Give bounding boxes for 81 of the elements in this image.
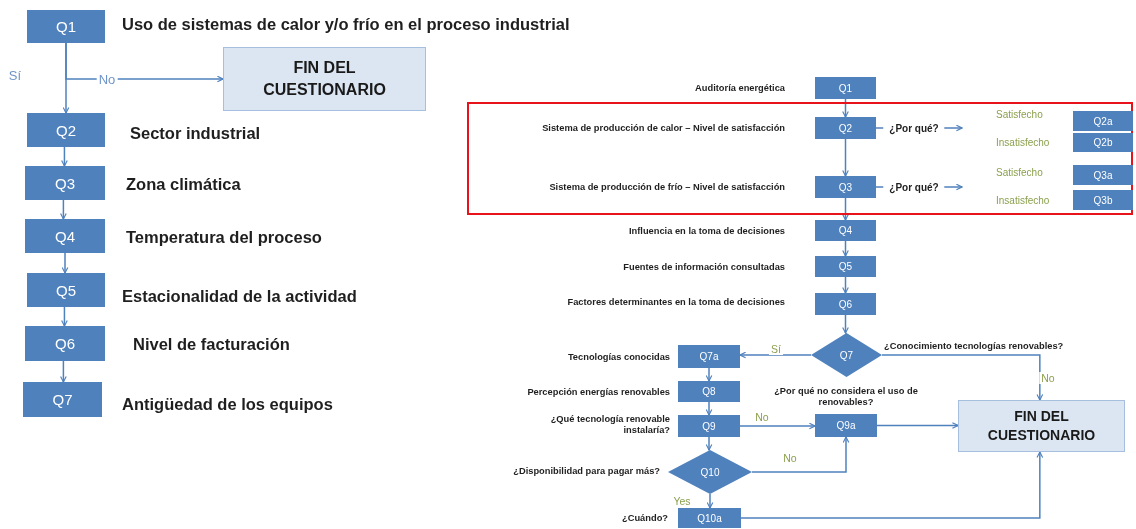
question-text: Factores determinantes en la toma de decisiones xyxy=(566,296,785,308)
edge-label: No xyxy=(753,411,771,423)
arrow xyxy=(739,422,816,430)
decision-diamond: Q7 xyxy=(811,333,882,377)
question-text: ¿Qué tecnología renovable instalaría? xyxy=(549,414,670,436)
decision-diamond: Q10 xyxy=(668,450,752,494)
arrow xyxy=(61,306,68,327)
edge-label: ¿Por qué? xyxy=(883,181,945,193)
process-box: Q4 xyxy=(815,220,876,241)
question-text: ¿Cuándo? xyxy=(621,512,668,524)
question-text: Zona climática xyxy=(126,174,242,194)
end-box: FIN DEL CUESTIONARIO xyxy=(958,400,1125,452)
question-text: Influencia en la toma de decisiones xyxy=(627,225,785,237)
arrow xyxy=(705,401,713,416)
arrow xyxy=(876,422,959,429)
arrow xyxy=(842,138,849,177)
edge-label: No xyxy=(1039,372,1057,384)
question-text: ¿Conocimiento tecnologías renovables? xyxy=(884,340,1065,352)
process-box: Q2 xyxy=(27,113,105,147)
arrow xyxy=(61,146,68,167)
question-text: Auditoría energética xyxy=(694,82,785,94)
process-box: Q3b xyxy=(1073,190,1133,210)
process-box: Q9 xyxy=(678,415,740,437)
process-box: Q6 xyxy=(815,293,876,315)
process-box: Q9a xyxy=(815,414,877,437)
process-box: Q1 xyxy=(27,10,105,43)
edge-label: ¿Por qué? xyxy=(883,122,945,134)
process-box: Q4 xyxy=(25,219,105,253)
edge-label: Sí xyxy=(769,343,783,355)
process-box: Q2b xyxy=(1073,133,1133,152)
arrow xyxy=(740,451,1044,519)
edge-label: No xyxy=(781,452,799,464)
end-box: FIN DEL CUESTIONARIO xyxy=(223,47,426,111)
process-box: Q1 xyxy=(815,77,876,99)
question-text: Fuentes de información consultadas xyxy=(622,261,785,273)
question-text: Tecnologías conocidas xyxy=(566,351,670,363)
arrow xyxy=(706,493,714,509)
highlight-frame xyxy=(467,102,1133,215)
question-text: Insatisfecho xyxy=(996,195,1051,207)
arrow xyxy=(705,436,713,451)
arrow xyxy=(842,197,849,221)
question-text: Estacionalidad de la actividad xyxy=(122,286,358,306)
edge-label: Yes xyxy=(671,495,693,507)
process-box: Q3 xyxy=(815,176,876,198)
arrow xyxy=(842,276,849,294)
edge-label: Sí xyxy=(7,67,23,83)
question-text: Satisfecho xyxy=(996,109,1044,121)
process-box: Q2 xyxy=(815,117,876,139)
process-box: Q2a xyxy=(1073,111,1133,131)
question-text: Insatisfecho xyxy=(996,137,1051,149)
process-box: Q10a xyxy=(678,508,741,528)
process-box: Q5 xyxy=(815,256,876,277)
arrow xyxy=(60,360,67,383)
arrow xyxy=(842,240,849,257)
process-box: Q5 xyxy=(27,273,105,307)
arrow xyxy=(65,42,224,83)
question-text: ¿Disponibilidad para pagar más? xyxy=(512,465,660,477)
question-text: Nivel de facturación xyxy=(133,334,291,354)
question-text: Antigüedad de los equipos xyxy=(122,394,334,414)
arrow xyxy=(61,252,69,274)
process-box: Q6 xyxy=(25,326,105,361)
question-text: Sistema de producción de frío – Nivel de satisfacción xyxy=(548,181,785,193)
process-box: Q7a xyxy=(678,345,740,368)
process-box: Q8 xyxy=(678,381,740,402)
question-text: Sector industrial xyxy=(130,123,262,143)
question-text: Sistema de producción de calor – Nivel de satisfacción xyxy=(541,122,785,134)
arrow xyxy=(842,98,849,118)
process-box: Q3a xyxy=(1073,165,1133,185)
question-text: Satisfecho xyxy=(996,167,1044,179)
arrow xyxy=(842,314,849,334)
process-box: Q7 xyxy=(23,382,102,417)
question-text: Temperatura del proceso xyxy=(126,227,323,247)
arrow xyxy=(739,351,812,359)
arrow xyxy=(60,199,67,220)
arrow xyxy=(705,367,713,382)
question-text: Uso de sistemas de calor y/o frío en el proceso industrial xyxy=(122,14,571,34)
process-box: Q3 xyxy=(25,166,105,200)
question-text: ¿Por qué no considera el uso de renovables? xyxy=(773,386,919,408)
question-text: Percepción energías renovables xyxy=(526,386,670,398)
arrow xyxy=(751,436,850,473)
arrow xyxy=(881,354,1044,401)
